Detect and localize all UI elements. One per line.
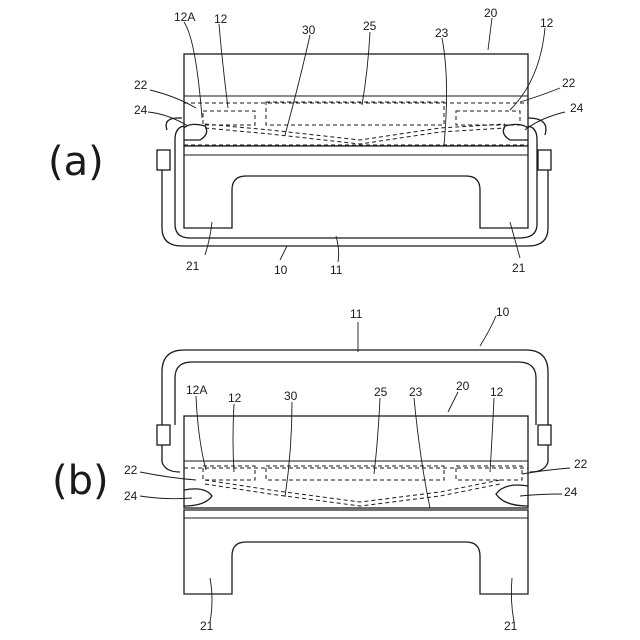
ref-21-left: 21 <box>186 259 200 273</box>
ref-24-right: 24 <box>570 101 584 115</box>
right-tab-b <box>538 425 551 445</box>
ref-12A: 12A <box>174 10 195 24</box>
panel-a-label: (a) <box>48 139 104 185</box>
ref-23: 23 <box>435 26 449 40</box>
upper-part-20-b <box>184 416 528 508</box>
panel-b: (b) <box>52 305 588 633</box>
ref-12-right-b: 12 <box>490 385 504 399</box>
panel-b-label: (b) <box>52 458 109 504</box>
ref-22-left: 22 <box>134 78 148 92</box>
right-tab <box>538 150 551 170</box>
left-tab <box>157 150 170 170</box>
ref-30: 30 <box>302 23 316 37</box>
ref-22-left-b: 22 <box>124 463 138 477</box>
ref-10: 10 <box>274 263 288 277</box>
lower-part-21-b <box>184 510 528 594</box>
ref-12A-b: 12A <box>186 383 207 397</box>
ref-11-b: 11 <box>350 307 363 321</box>
ref-20: 20 <box>484 6 498 20</box>
ref-22-right-b: 22 <box>574 457 588 471</box>
ref-12-right: 12 <box>540 16 554 30</box>
ref-30-b: 30 <box>284 389 298 403</box>
ref-12-left-b: 12 <box>228 391 242 405</box>
ref-21-right-b: 21 <box>504 619 518 633</box>
left-tab-b <box>157 425 170 445</box>
ref-12-left: 12 <box>214 12 228 26</box>
ref-24-right-b: 24 <box>564 485 578 499</box>
ref-25-b: 25 <box>374 385 388 399</box>
ref-24-left-b: 24 <box>124 489 138 503</box>
ref-10-b: 10 <box>496 305 510 319</box>
upper-part-20 <box>184 54 528 146</box>
ref-25: 25 <box>363 19 377 33</box>
panel-a: (a) <box>48 6 584 277</box>
ref-24-left: 24 <box>134 103 148 117</box>
ref-21-right: 21 <box>512 261 526 275</box>
ref-22-right: 22 <box>562 76 576 90</box>
ref-21-left-b: 21 <box>200 619 214 633</box>
ref-23-b: 23 <box>409 385 423 399</box>
lower-part-21 <box>184 146 528 228</box>
ref-11: 11 <box>330 263 343 277</box>
ref-20-b: 20 <box>456 379 470 393</box>
